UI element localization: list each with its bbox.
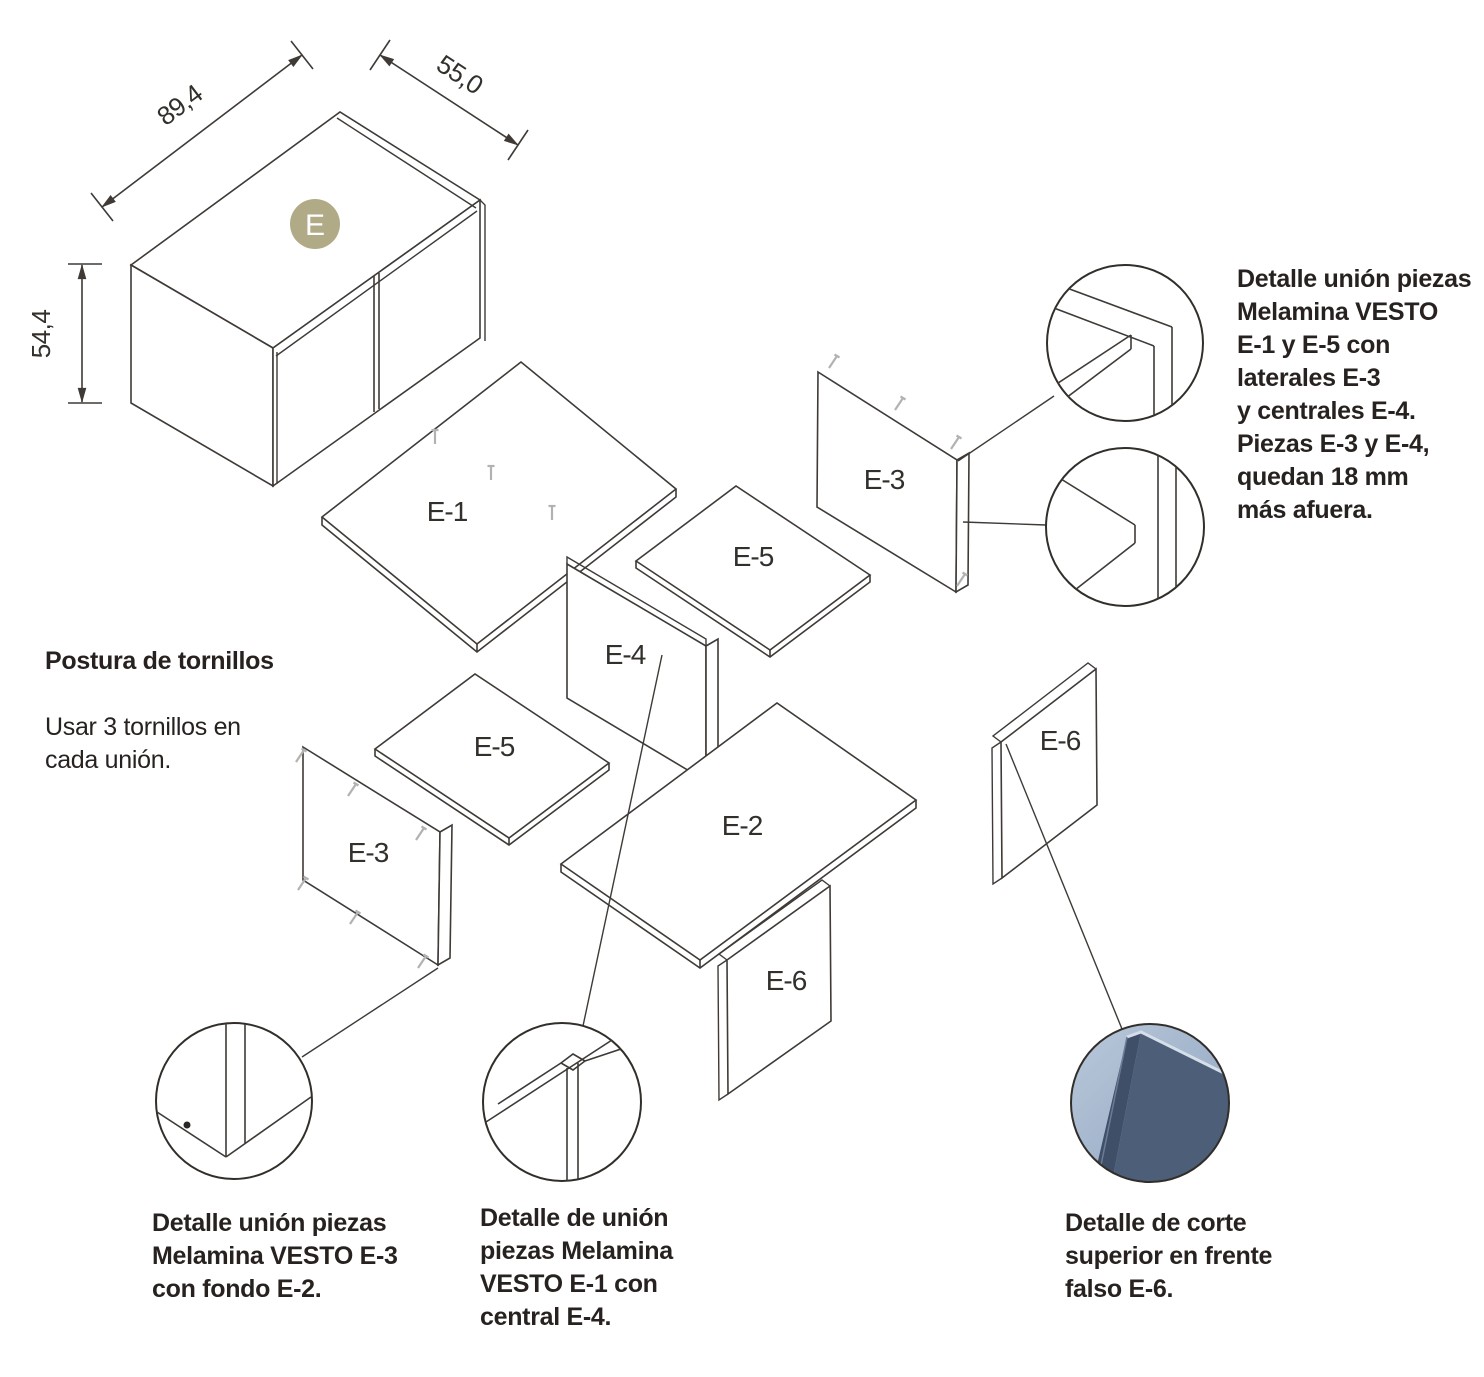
leader-e4-to-circle-center bbox=[582, 654, 663, 1027]
detail-circle-e6-cut-photo bbox=[1070, 1023, 1230, 1183]
panel-e5-upper bbox=[634, 485, 872, 658]
photo-panel-face bbox=[1112, 1032, 1229, 1182]
detail-circle-e3-e2-joint bbox=[155, 1022, 313, 1180]
note-union-top-right: Detalle unión piezas Melamina VESTO E-1 … bbox=[1237, 265, 1472, 524]
note-screw-body: Usar 3 tornillos en cada unión. bbox=[45, 713, 241, 774]
label-e5-upper: E-5 bbox=[733, 541, 774, 572]
leader-e3l-to-circle-left bbox=[301, 967, 439, 1058]
note-screw-title: Postura de tornillos bbox=[45, 647, 274, 675]
module-badge: E bbox=[290, 199, 340, 249]
part-labels: E-1 E-5 E-3 E-4 E-5 E-2 E-3 E-6 E-6 bbox=[348, 464, 1082, 996]
label-e2: E-2 bbox=[722, 810, 763, 841]
panel-e5-lower bbox=[373, 673, 611, 846]
note-screw-placement: Postura de tornillos Usar 3 tornillos en… bbox=[45, 612, 274, 810]
screw-hole-dot bbox=[183, 1121, 191, 1129]
panel-e6-right bbox=[991, 662, 1098, 886]
cabinet-isometric: E bbox=[129, 111, 486, 488]
caption-union-e3-e2: Detalle unión piezas Melamina VESTO E-3 … bbox=[152, 1209, 398, 1303]
label-e6-center: E-6 bbox=[766, 965, 807, 996]
panel-e2-back bbox=[559, 702, 918, 969]
label-e6-right: E-6 bbox=[1040, 725, 1081, 756]
panel-e1-top bbox=[320, 360, 678, 654]
panel-e6-center bbox=[717, 879, 832, 1102]
leader-lines bbox=[301, 395, 1123, 1058]
dimension-height-label: 54,4 bbox=[26, 310, 56, 359]
detail-circle-corner-joint bbox=[1046, 264, 1204, 422]
dimension-depth: 55,0 bbox=[369, 39, 529, 161]
label-e3-left: E-3 bbox=[348, 837, 389, 868]
detail-circle-e1-e4-joint bbox=[482, 1022, 642, 1182]
module-badge-letter: E bbox=[305, 209, 325, 242]
cabinet-door-face bbox=[272, 198, 481, 488]
label-e1: E-1 bbox=[427, 496, 468, 527]
leader-e3-to-circle-mid bbox=[962, 521, 1047, 526]
dimension-depth-label: 55,0 bbox=[431, 49, 488, 101]
dimension-width-label: 89,4 bbox=[151, 78, 208, 131]
leader-e3-to-circle-top bbox=[957, 395, 1055, 462]
caption-cut-e6: Detalle de corte superior en frente fals… bbox=[1065, 1209, 1273, 1303]
label-e3-right: E-3 bbox=[864, 464, 905, 495]
label-e5-lower: E-5 bbox=[474, 731, 515, 762]
label-e4: E-4 bbox=[605, 639, 646, 670]
panel-e3-left bbox=[294, 745, 453, 970]
detail-circle-shelf-joint bbox=[1045, 447, 1205, 607]
panel-e3-right bbox=[816, 353, 970, 594]
leader-e6-to-photo-circle bbox=[1005, 743, 1123, 1030]
dimension-height: 54,4 bbox=[26, 263, 102, 404]
caption-union-e1-e4: Detalle de unión piezas Melamina VESTO E… bbox=[480, 1204, 673, 1331]
